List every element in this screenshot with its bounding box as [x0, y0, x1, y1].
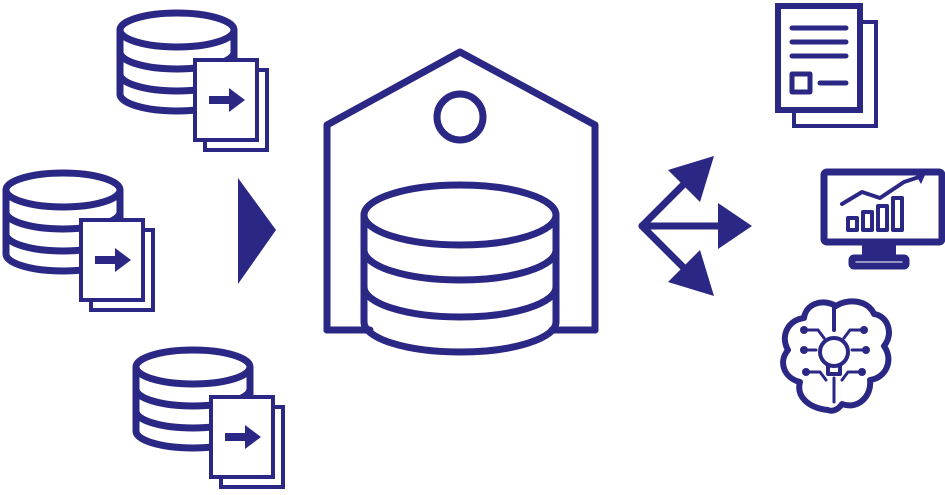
database-icon — [120, 13, 267, 150]
source-database-3 — [136, 350, 283, 487]
data-warehouse-icon — [323, 48, 599, 356]
play-arrow-icon — [238, 178, 276, 284]
ai-brain-icon — [780, 298, 892, 414]
database-icon — [6, 173, 153, 310]
source-database-1 — [120, 13, 267, 150]
database-icon — [136, 350, 283, 487]
split-arrows-icon — [638, 156, 752, 296]
report-document-icon — [775, 3, 878, 128]
dashboard-monitor-icon — [820, 168, 945, 270]
source-database-2 — [6, 173, 153, 310]
